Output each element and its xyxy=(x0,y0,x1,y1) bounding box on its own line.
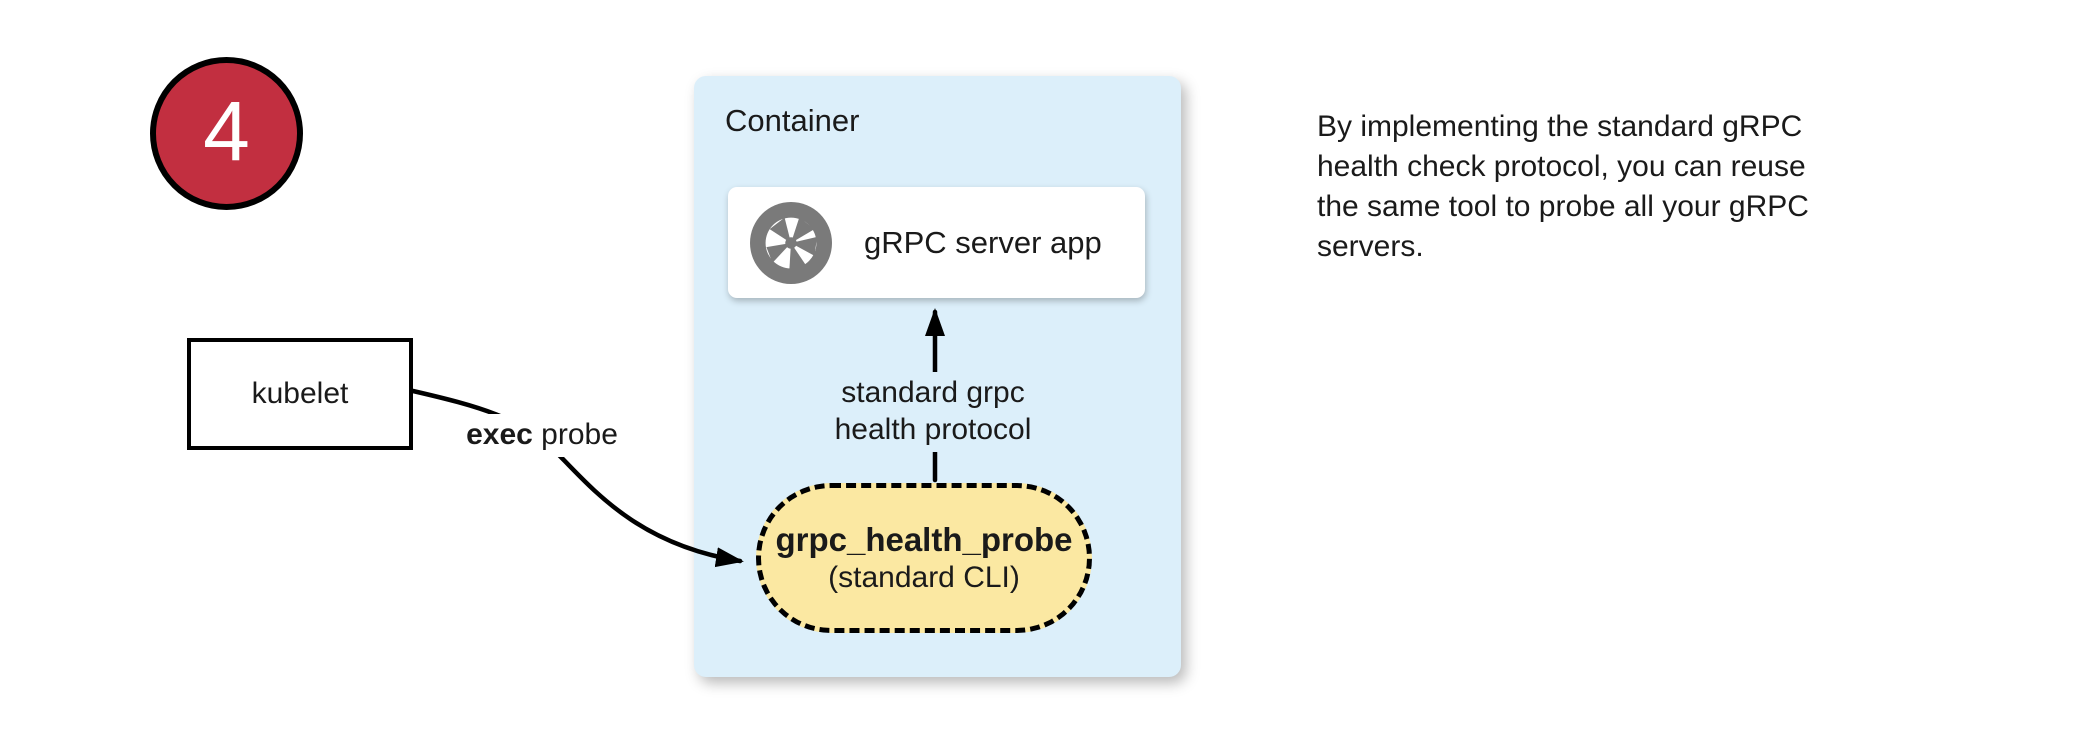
note-text: By implementing the standard gRPC health… xyxy=(1317,110,1809,263)
health-protocol-label-line1: standard grpc xyxy=(841,376,1025,409)
exec-probe-label-bold: exec xyxy=(466,418,533,451)
step-number-badge: 4 xyxy=(150,57,303,210)
kubelet-node: kubelet xyxy=(187,338,413,450)
health-probe-node: grpc_health_probe (standard CLI) xyxy=(756,483,1092,633)
container-title: Container xyxy=(725,103,860,138)
health-probe-subtitle: (standard CLI) xyxy=(828,560,1020,594)
aperture-icon xyxy=(750,201,832,284)
health-protocol-label: standard grpc health protocol xyxy=(833,372,1033,453)
health-probe-title: grpc_health_probe xyxy=(775,520,1073,558)
step-number: 4 xyxy=(203,83,250,178)
exec-probe-label: exec probe xyxy=(449,414,635,458)
exec-probe-label-rest: probe xyxy=(532,418,618,451)
kubelet-label: kubelet xyxy=(251,377,349,410)
grpc-server-label: gRPC server app xyxy=(864,224,1102,260)
health-protocol-label-line2: health protocol xyxy=(834,413,1032,447)
grpc-server-node: gRPC server app xyxy=(728,187,1145,298)
